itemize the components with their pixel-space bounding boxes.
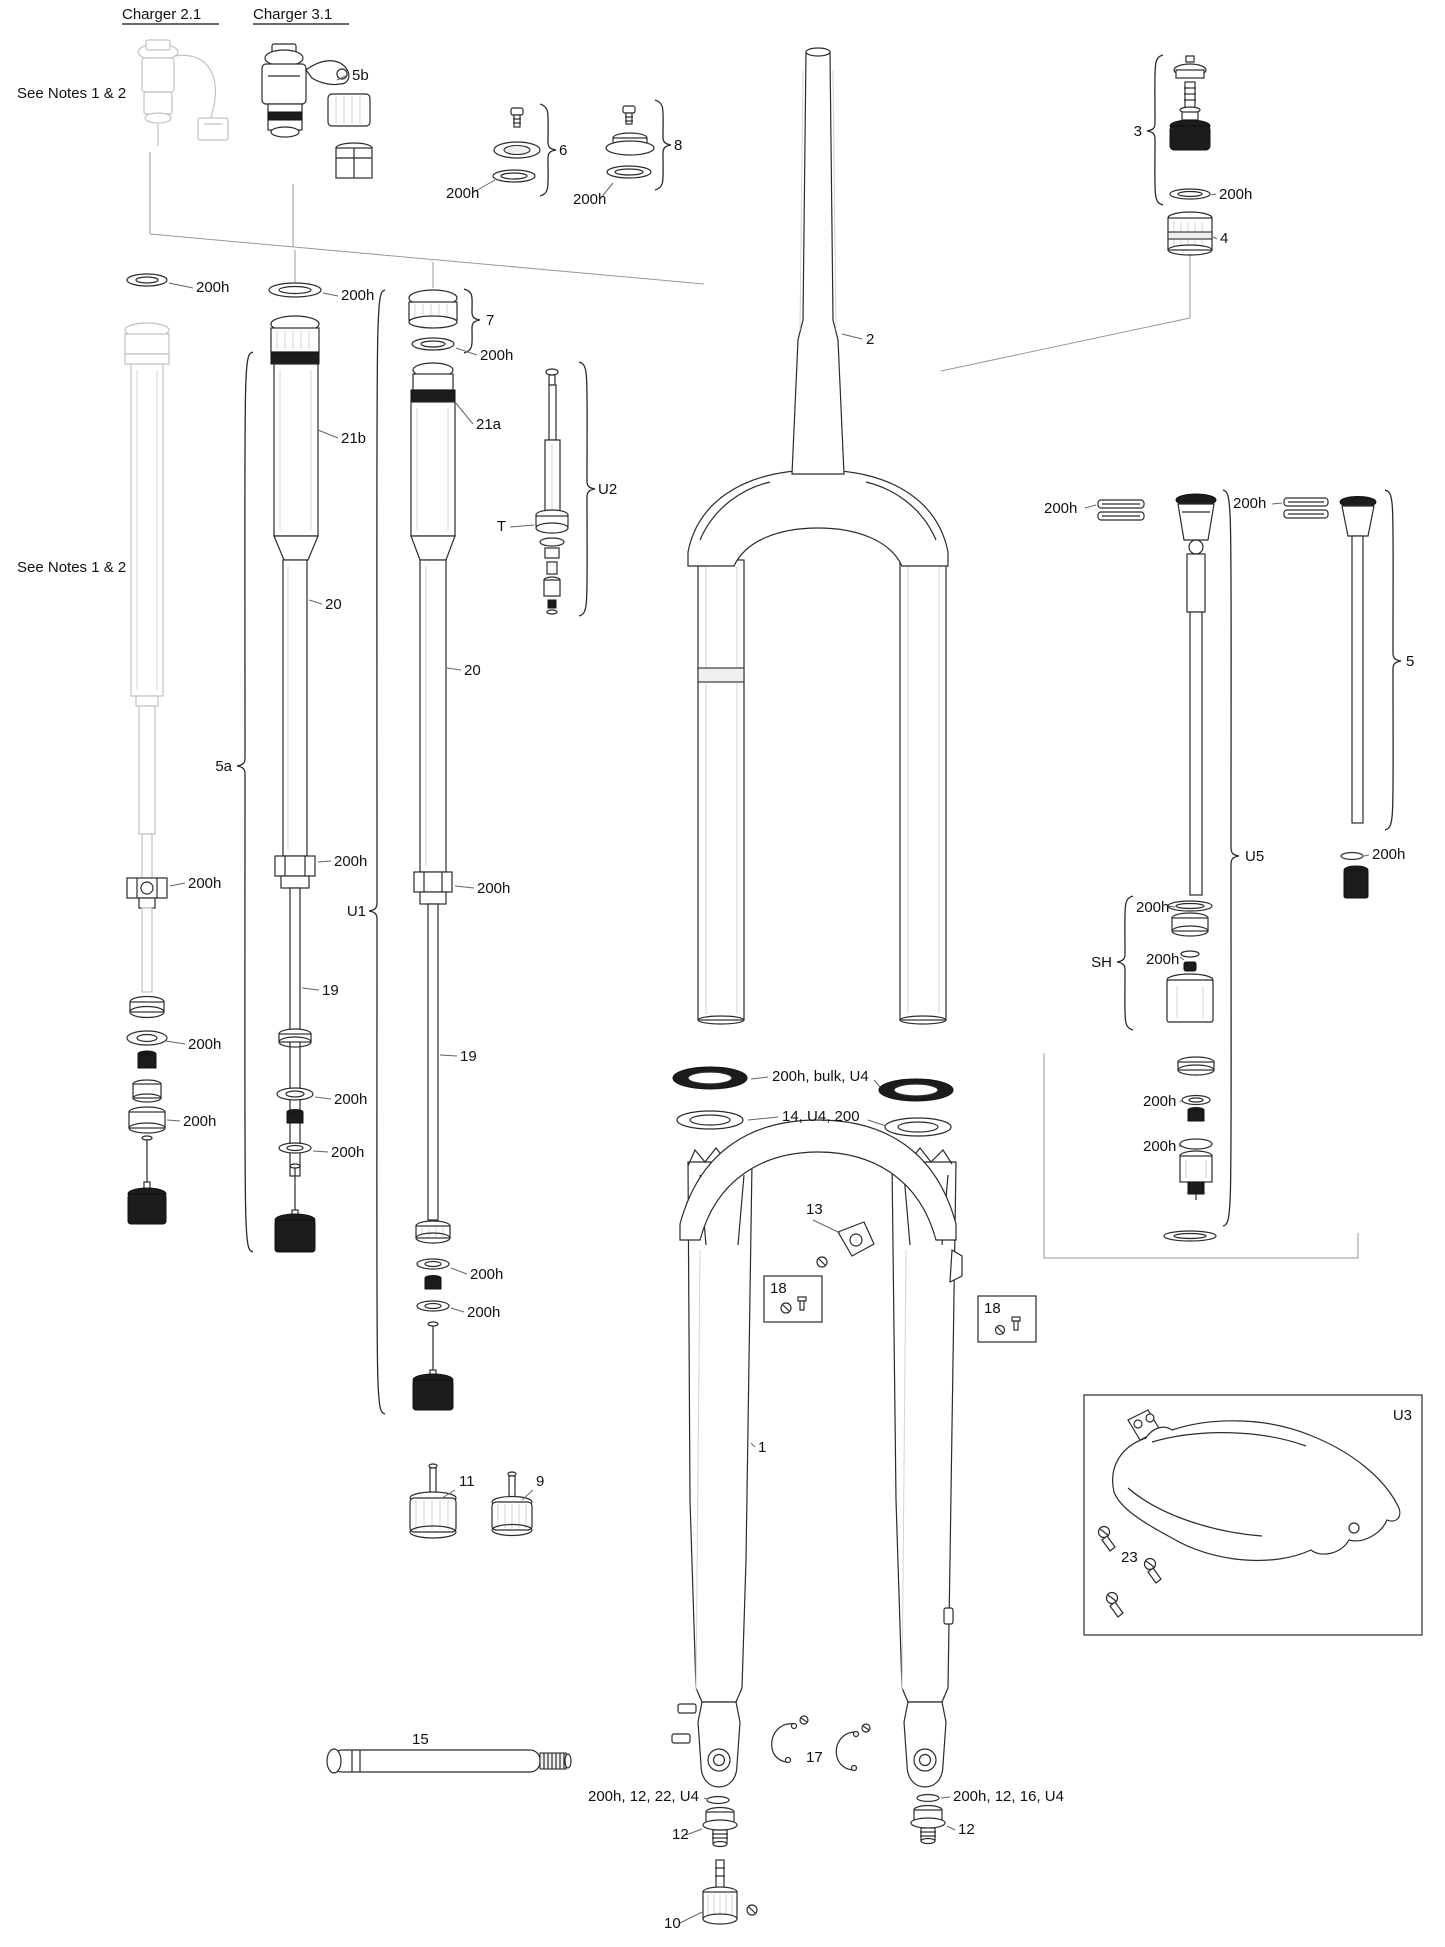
label-200h-col2-a: 200h <box>334 1091 367 1108</box>
item-3-air-valve-stack <box>1169 55 1211 200</box>
label-200h-right-b: 200h <box>1233 495 1266 512</box>
label-200h-col2-b: 200h <box>331 1144 364 1161</box>
label-11: 11 <box>459 1473 475 1490</box>
label-12-right: 12 <box>958 1821 975 1838</box>
label-200h-col1-a: 200h <box>188 1036 221 1053</box>
label-200h-rlow-1: 200h <box>1143 1093 1176 1110</box>
construction-lines <box>149 152 1359 1259</box>
dust-seals <box>672 1066 954 1137</box>
label-1: 1 <box>758 1439 766 1456</box>
label-2: 2 <box>866 331 874 348</box>
label-200h-col2-top: 200h <box>341 287 374 304</box>
label-14-u4-200: 14, U4, 200 <box>782 1108 860 1125</box>
ghost-damper-column <box>124 273 170 1225</box>
item-18-box-left <box>763 1275 823 1323</box>
label-200h-col3-b: 200h <box>467 1304 500 1321</box>
label-17: 17 <box>806 1749 823 1766</box>
crown-steerer-assembly <box>687 47 949 1025</box>
label-t: T <box>497 518 506 535</box>
thru-axle <box>326 1748 572 1774</box>
retainer-clips <box>771 1715 871 1772</box>
item-4-knurled-nut <box>1167 211 1213 256</box>
item-8-topcap-stack <box>605 105 655 179</box>
label-6: 6 <box>559 142 567 159</box>
label-20-col2: 20 <box>325 596 342 613</box>
label-12-left: 12 <box>672 1826 689 1843</box>
label-200h-col3-a: 200h <box>470 1266 503 1283</box>
label-23: 23 <box>1121 1549 1138 1566</box>
label-3: 3 <box>1134 123 1142 140</box>
lower-legs-assembly <box>671 1119 963 1788</box>
damper-cartridge-5a <box>268 282 322 1253</box>
label-200h-rlow-2: 200h <box>1143 1138 1176 1155</box>
label-200h-sh-1: 200h <box>1136 899 1169 916</box>
label-200h-col1-hex: 200h <box>188 875 221 892</box>
label-20-col3: 20 <box>464 662 481 679</box>
label-sh: SH <box>1091 954 1112 971</box>
label-21b: 21b <box>341 430 366 447</box>
label-18-left: 18 <box>770 1280 787 1297</box>
rebound-knob-10 <box>702 1859 758 1925</box>
shaft-bolt-left <box>702 1795 738 1848</box>
label-19-col2: 19 <box>322 982 339 999</box>
damper-cartridge-u1 <box>408 289 458 1411</box>
label-200h-bulk-u4: 200h, bulk, U4 <box>772 1068 869 1085</box>
heading-charger-31: Charger 3.1 <box>253 6 332 23</box>
label-19-col3: 19 <box>460 1048 477 1065</box>
charger-2-1-assembly <box>137 39 229 146</box>
label-200h-right-small: 200h <box>1372 846 1405 863</box>
label-15: 15 <box>412 1731 429 1748</box>
label-200h-col1-b: 200h <box>183 1113 216 1130</box>
item-13-clamp <box>816 1221 875 1268</box>
adjuster-knob-9 <box>491 1471 533 1537</box>
u3-fender-box <box>1083 1394 1423 1636</box>
label-200h-col2-hex: 200h <box>334 853 367 870</box>
brackets <box>236 54 1402 1415</box>
label-10: 10 <box>664 1915 681 1932</box>
label-200h-col1-top: 200h <box>196 279 229 296</box>
label-5: 5 <box>1406 653 1414 670</box>
label-7: 7 <box>486 312 494 329</box>
label-u2: U2 <box>598 481 617 498</box>
label-8: 8 <box>674 137 682 154</box>
label-13: 13 <box>806 1201 823 1218</box>
label-200h-item3: 200h <box>1219 186 1252 203</box>
note-see-notes-top: See Notes 1 & 2 <box>17 85 126 102</box>
note-see-notes-mid: See Notes 1 & 2 <box>17 559 126 576</box>
label-5b: 5b <box>352 67 369 84</box>
label-u1: U1 <box>347 903 366 920</box>
label-200h-12-22-u4: 200h, 12, 22, U4 <box>588 1788 699 1805</box>
label-u5: U5 <box>1245 848 1264 865</box>
label-200h-item6: 200h <box>446 185 479 202</box>
air-spring-assembly <box>1097 493 1377 1242</box>
item-6-topcap-stack <box>492 107 541 183</box>
label-200h-sh-2: 200h <box>1146 951 1179 968</box>
charger-3-1-assembly <box>261 43 373 179</box>
label-200h-right-a: 200h <box>1044 500 1077 517</box>
labels: Charger 2.1 Charger 3.1 See Notes 1 & 2 … <box>17 6 1414 1932</box>
heading-charger-21: Charger 2.1 <box>122 6 201 23</box>
leader-lines <box>165 74 1370 1924</box>
label-u3: U3 <box>1393 1407 1412 1424</box>
label-9: 9 <box>536 1473 544 1490</box>
label-200h-col3-top: 200h <box>480 347 513 364</box>
label-18-right: 18 <box>984 1300 1001 1317</box>
label-200h-col3-hex: 200h <box>477 880 510 897</box>
u2-shaft-assembly <box>535 368 569 615</box>
label-5a: 5a <box>215 758 232 775</box>
label-21a: 21a <box>476 416 502 433</box>
item-18-box-right <box>977 1295 1037 1343</box>
shaft-bolt-right <box>910 1793 946 1845</box>
label-200h-item8: 200h <box>573 191 606 208</box>
label-4: 4 <box>1220 230 1228 247</box>
rebound-knob-11 <box>409 1463 457 1539</box>
label-200h-12-16-u4: 200h, 12, 16, U4 <box>953 1788 1064 1805</box>
